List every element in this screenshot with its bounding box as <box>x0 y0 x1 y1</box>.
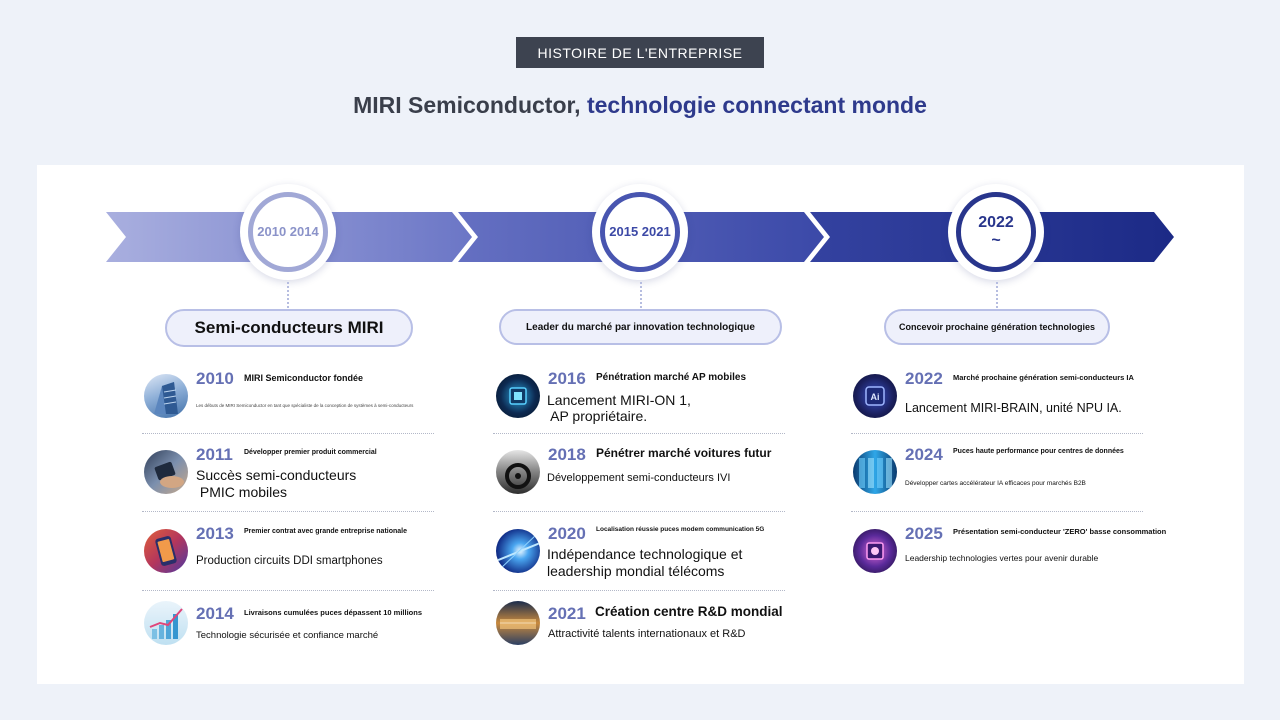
year-2018: 2018 <box>548 445 586 464</box>
ai-chip-icon: Ai <box>853 374 897 418</box>
separator <box>493 511 785 512</box>
page-title: MIRI Semiconductor, technologie connecta… <box>0 92 1280 119</box>
research-center-icon <box>496 601 540 645</box>
item-title-2020: Localisation réussie puces modem communi… <box>596 526 765 533</box>
item-title-2010: MIRI Semiconductor fondée <box>244 373 364 383</box>
item-desc-2025: Leadership technologies vertes pour aven… <box>905 553 1099 563</box>
item-title-2011: Développer premier produit commercial <box>244 449 377 456</box>
separator <box>142 590 434 591</box>
connector-1 <box>287 282 289 308</box>
smartphone-icon <box>144 529 188 573</box>
period-pill-2: Leader du marché par innovation technolo… <box>499 309 782 345</box>
light-beam-icon <box>496 529 540 573</box>
year-2020: 2020 <box>548 524 586 543</box>
year-2011: 2011 <box>196 445 233 464</box>
item-title-2021: Création centre R&D mondial <box>595 604 783 619</box>
separator <box>142 511 434 512</box>
item-desc-2021: Attractivité talents internationaux et R… <box>548 628 746 640</box>
item-desc-2018: Développement semi-conducteurs IVI <box>547 472 731 484</box>
chip-hand-icon <box>144 450 188 494</box>
year-2016: 2016 <box>548 369 586 388</box>
item-desc-2013: Production circuits DDI smartphones <box>196 555 383 567</box>
period-pill-3: Concevoir prochaine génération technolog… <box>884 309 1110 345</box>
growth-chart-icon <box>144 601 188 645</box>
period-circle-2: 2015 2021 <box>592 184 688 280</box>
year-2014: 2014 <box>196 604 234 623</box>
year-2024: 2024 <box>905 445 943 464</box>
item-desc-2020: Indépendance technologique et leadership… <box>547 546 743 579</box>
item-desc-2010: Les débuts de MIRI Semiconductor en tant… <box>196 403 414 408</box>
title-accent: technologie connectant monde <box>586 92 927 118</box>
item-desc-2016: Lancement MIRI-ON 1, AP propriétaire. <box>547 392 691 424</box>
period-pill-1: Semi-conducteurs MIRI <box>165 309 413 347</box>
title-main: MIRI Semiconductor, <box>353 92 587 118</box>
year-2021: 2021 <box>548 604 586 623</box>
item-title-2025: Présentation semi-conducteur 'ZERO' bass… <box>953 527 1167 536</box>
item-title-2018: Pénétrer marché voitures futur <box>596 446 772 460</box>
period-label-3: 2022 ~ <box>956 192 1036 272</box>
connector-3 <box>996 282 998 308</box>
year-2010: 2010 <box>196 369 234 388</box>
item-desc-2011: Succès semi-conducteurs PMIC mobiles <box>196 467 357 500</box>
connector-2 <box>640 282 642 308</box>
item-title-2024: Puces haute performance pour centres de … <box>953 448 1124 455</box>
processor-icon <box>496 374 540 418</box>
section-tag: HISTOIRE DE L'ENTREPRISE <box>516 37 764 68</box>
period-label-2: 2015 2021 <box>600 192 680 272</box>
item-desc-2014: Technologie sécurisée et confiance march… <box>196 630 379 641</box>
separator <box>493 590 785 591</box>
item-title-2013: Premier contrat avec grande entreprise n… <box>244 528 408 535</box>
separator <box>142 433 434 434</box>
item-title-2022: Marché prochaine génération semi-conduct… <box>953 373 1134 382</box>
period-label-1: 2010 2014 <box>248 192 328 272</box>
separator <box>493 433 785 434</box>
datacenter-icon <box>853 450 897 494</box>
car-dashboard-icon <box>496 450 540 494</box>
item-title-2014: Livraisons cumulées puces dépassent 10 m… <box>244 608 422 617</box>
item-desc-2024: Développer cartes accélérateur IA effica… <box>905 480 1086 487</box>
svg-text:Ai: Ai <box>871 392 880 402</box>
separator <box>851 433 1143 434</box>
period-circle-1: 2010 2014 <box>240 184 336 280</box>
year-2022: 2022 <box>905 369 943 388</box>
year-2025: 2025 <box>905 524 943 543</box>
item-title-2016: Pénétration marché AP mobiles <box>596 372 747 383</box>
green-chip-icon <box>853 529 897 573</box>
year-2013: 2013 <box>196 524 234 543</box>
separator <box>851 511 1143 512</box>
building-icon <box>144 374 188 418</box>
item-desc-2022: Lancement MIRI-BRAIN, unité NPU IA. <box>905 401 1122 415</box>
period-circle-3: 2022 ~ <box>948 184 1044 280</box>
